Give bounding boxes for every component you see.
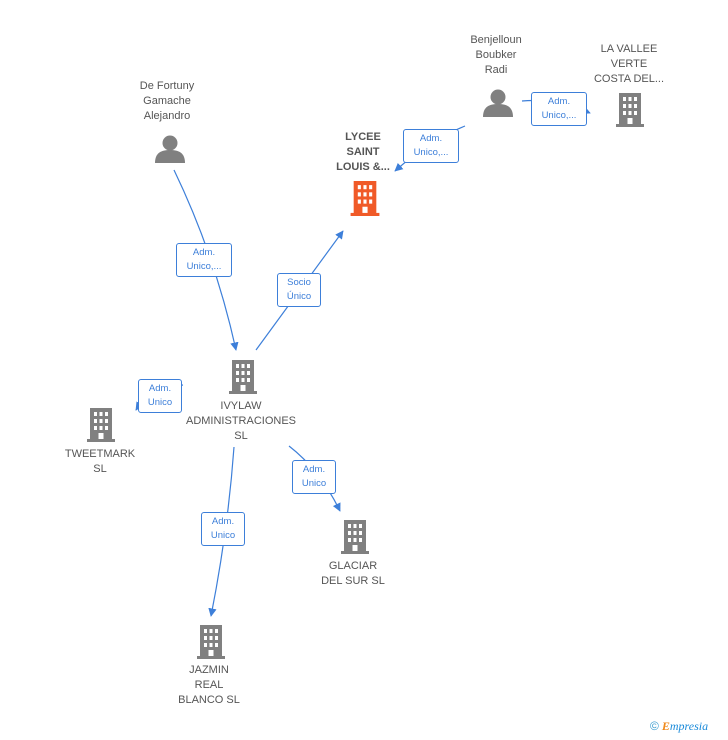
brand-e-letter: E <box>661 719 670 733</box>
node-label-lycee[interactable]: LYCEE SAINT LOUIS &... <box>336 131 390 173</box>
person-icon-fortuny[interactable] <box>155 135 185 164</box>
edge-label-ivylaw-lycee[interactable]: Socio Único <box>277 273 321 307</box>
person-icon-benjelloun[interactable] <box>483 89 513 118</box>
node-label-ivylaw[interactable]: IVYLAW ADMINISTRACIONES SL <box>185 400 296 442</box>
edge-label-ivylaw-jazmin[interactable]: Adm. Unico <box>201 512 245 546</box>
edge-label-benjelloun-lycee[interactable]: Adm. Unico,... <box>403 129 459 163</box>
node-label-la-vallee[interactable]: LA VALLEE VERTE COSTA DEL... <box>593 43 665 85</box>
building-icon-lycee[interactable] <box>350 181 380 216</box>
copyright-symbol: © <box>650 719 659 733</box>
building-icon-tweetmark[interactable] <box>87 408 115 442</box>
building-icon-glaciar[interactable] <box>341 520 369 554</box>
edge-label-fortuny-ivylaw[interactable]: Adm. Unico,... <box>176 243 232 277</box>
node-label-glaciar[interactable]: GLACIAR DEL SUR SL <box>321 560 385 587</box>
edge-label-ivylaw-tweetmark[interactable]: Adm. Unico <box>138 379 182 413</box>
node-label-de-fortuny[interactable]: De Fortuny Gamache Alejandro <box>139 80 195 122</box>
building-icon-jazmin[interactable] <box>197 625 225 659</box>
edge-label-ivylaw-glaciar[interactable]: Adm. Unico <box>292 460 336 494</box>
node-label-tweetmark[interactable]: TWEETMARK SL <box>64 448 136 475</box>
brand-name: mpresia <box>669 719 709 733</box>
edge-label-benjelloun-lavallee[interactable]: Adm. Unico,... <box>531 92 587 126</box>
empresia-logo[interactable]: © Empresia <box>650 719 708 734</box>
building-icon-lavallee[interactable] <box>616 93 644 127</box>
node-label-jazmin[interactable]: JAZMIN REAL BLANCO SL <box>178 664 240 706</box>
building-icon-ivylaw[interactable] <box>229 360 257 394</box>
node-label-benjelloun[interactable]: Benjelloun Boubker Radi <box>470 34 522 76</box>
